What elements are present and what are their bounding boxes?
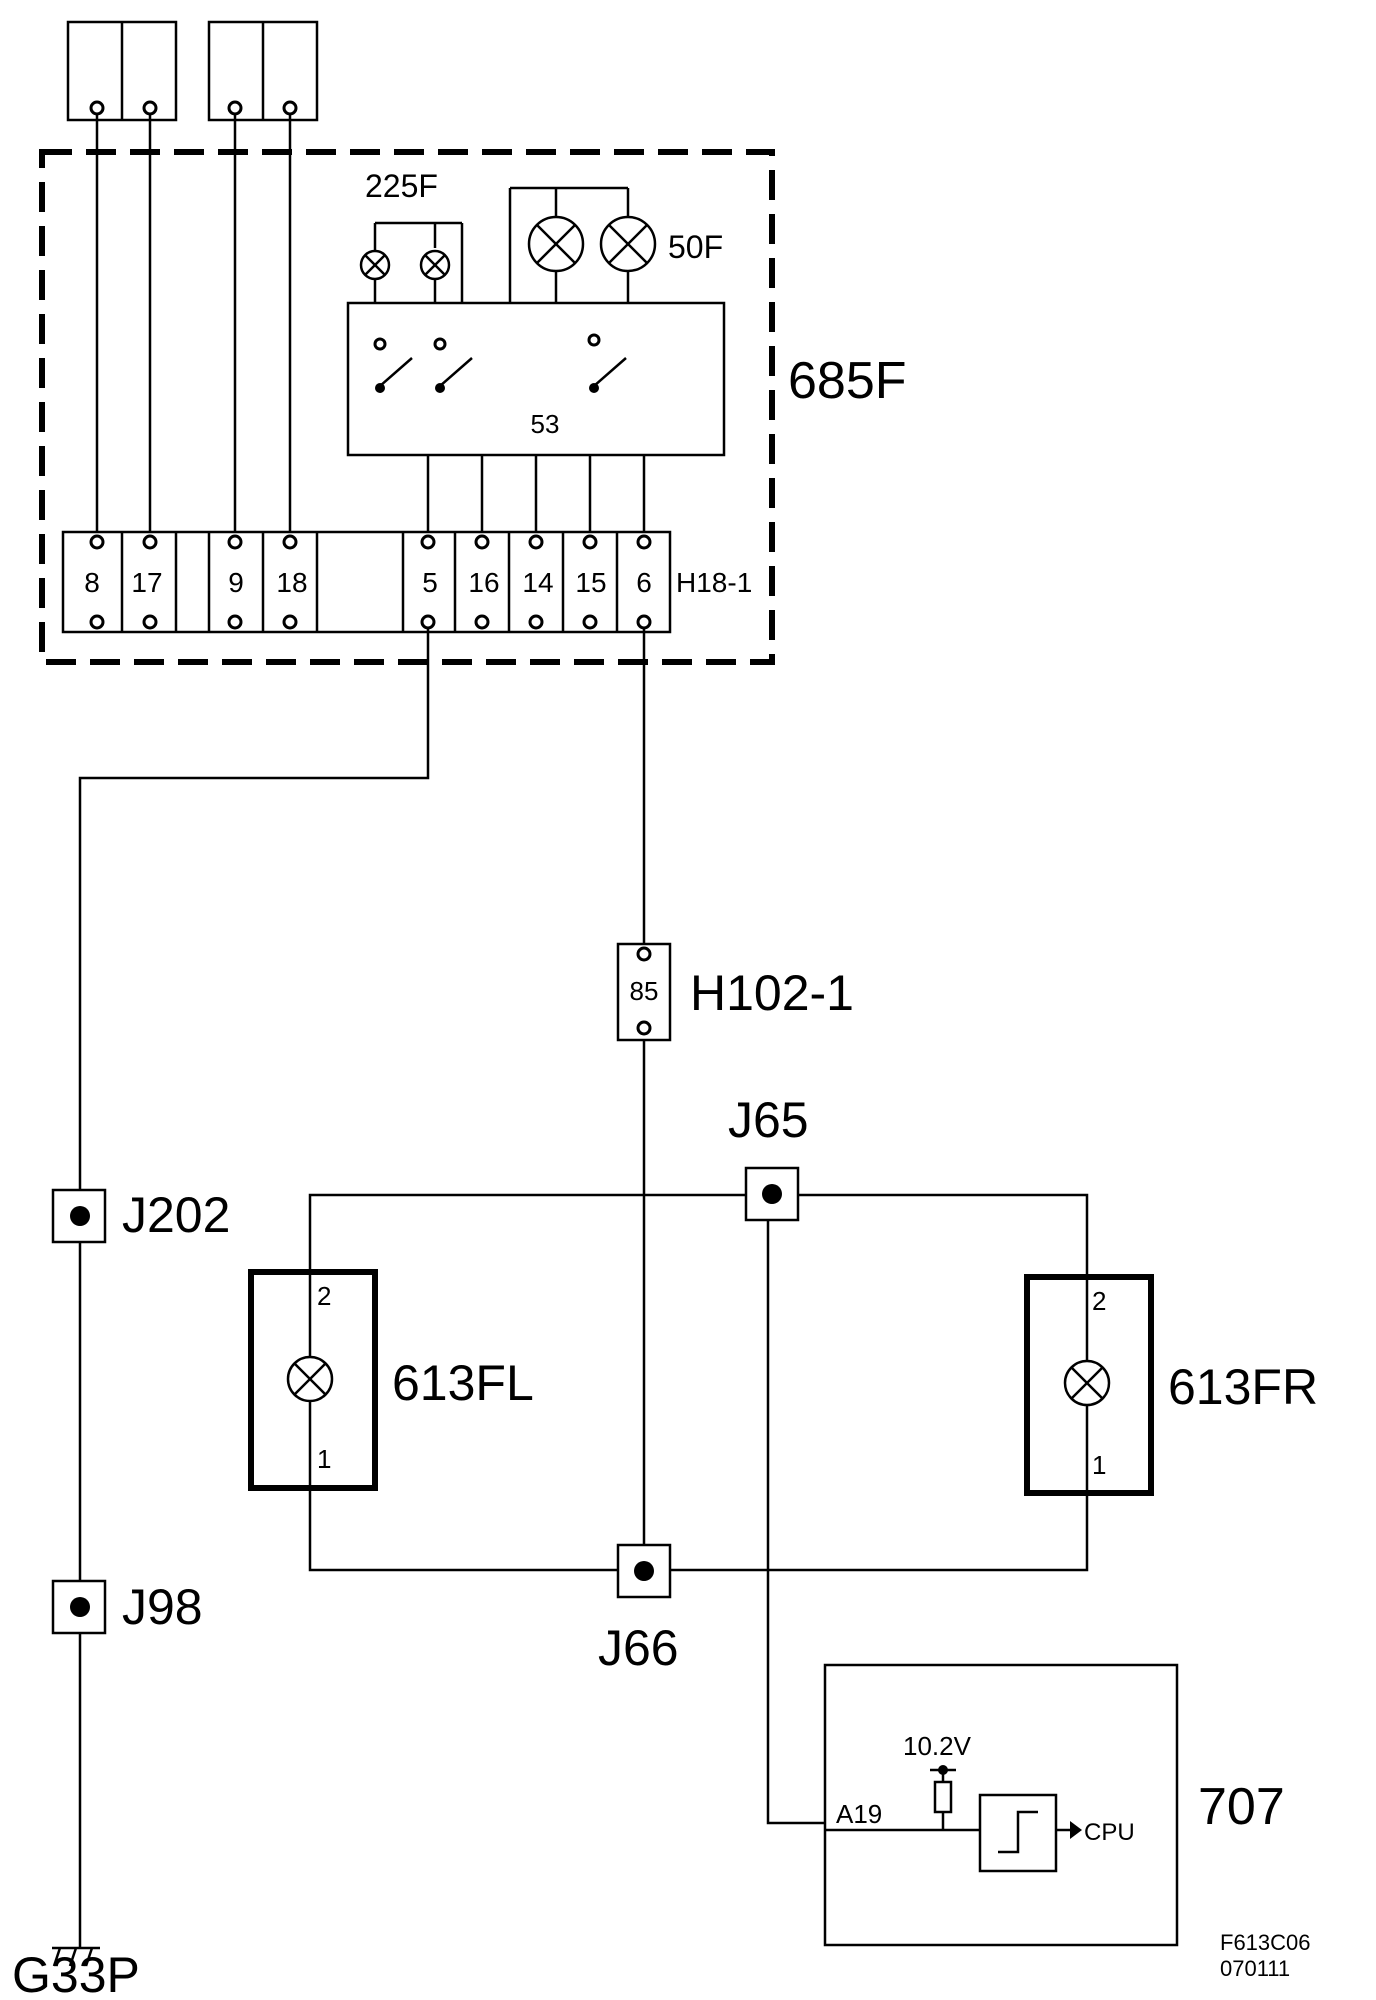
svg-text:14: 14 bbox=[522, 567, 553, 598]
svg-text:9: 9 bbox=[228, 567, 244, 598]
indicator-lamp-icon bbox=[359, 249, 391, 281]
terminal-pin: 18 bbox=[276, 534, 308, 630]
input-pin-label: A19 bbox=[836, 1799, 882, 1829]
terminal-strip: 8 17 9 18 5 16 14 15 bbox=[61, 530, 752, 634]
indicator-small-label: 225F bbox=[365, 168, 438, 204]
terminal-pin: 17 bbox=[131, 534, 163, 630]
lamp-bulb-icon bbox=[286, 1355, 334, 1403]
connector-h102: 85 H102-1 bbox=[616, 942, 854, 1042]
top-connector-left bbox=[66, 20, 178, 122]
terminal-pin: 14 bbox=[522, 534, 554, 630]
svg-text:8: 8 bbox=[84, 567, 100, 598]
indicator-lamp-icon bbox=[599, 215, 657, 273]
junction-j202: J202 bbox=[51, 1187, 230, 1244]
svg-text:15: 15 bbox=[575, 567, 606, 598]
junction-j98: J98 bbox=[51, 1579, 203, 1635]
lamp-right: 2 1 613FR bbox=[1024, 1274, 1318, 1496]
top-connector-right bbox=[207, 20, 319, 122]
control-panel-label: 685F bbox=[788, 352, 907, 410]
lamp-left: 2 1 613FL bbox=[248, 1269, 534, 1491]
switch-module-label: 53 bbox=[531, 409, 560, 439]
switch-module: 53 bbox=[346, 301, 726, 457]
junction-j65: J65 bbox=[728, 1092, 809, 1222]
indicator-lamps-large: 50F bbox=[508, 186, 723, 303]
indicator-lamp-icon bbox=[419, 249, 451, 281]
svg-text:6: 6 bbox=[636, 567, 652, 598]
svg-text:18: 18 bbox=[276, 567, 307, 598]
terminal-pin: 9 bbox=[227, 534, 244, 630]
svg-text:J202: J202 bbox=[122, 1187, 230, 1243]
lamp-pin-label: 2 bbox=[1092, 1286, 1106, 1316]
svg-text:J66: J66 bbox=[598, 1620, 679, 1676]
figure-id: F613C06 bbox=[1220, 1930, 1311, 1955]
connector-label: H102-1 bbox=[690, 965, 854, 1021]
indicator-lamp-icon bbox=[527, 215, 585, 273]
lamp-left-label: 613FL bbox=[392, 1355, 534, 1411]
terminal-pin: 15 bbox=[575, 534, 607, 630]
junction-j66: J66 bbox=[598, 1543, 679, 1676]
terminal-strip-label: H18-1 bbox=[676, 567, 752, 598]
svg-text:16: 16 bbox=[468, 567, 499, 598]
figure-date: 070111 bbox=[1220, 1956, 1290, 1981]
ground-icon bbox=[52, 1946, 100, 1967]
terminal-pin: 5 bbox=[420, 534, 438, 630]
supply-voltage-label: 10.2V bbox=[903, 1731, 972, 1761]
terminal-pin: 16 bbox=[468, 534, 500, 630]
control-panel-outline bbox=[39, 149, 775, 665]
connector-pin-label: 85 bbox=[630, 976, 659, 1006]
lamp-pin-label: 2 bbox=[317, 1281, 331, 1311]
control-unit: 707 A19 10.2V CPU bbox=[823, 1663, 1285, 1947]
indicator-lamps-small: 225F bbox=[359, 168, 464, 303]
control-unit-label: 707 bbox=[1198, 1778, 1285, 1836]
ground-label: G33P bbox=[12, 1947, 140, 2000]
svg-text:J65: J65 bbox=[728, 1092, 809, 1148]
cpu-label: CPU bbox=[1084, 1819, 1135, 1846]
svg-text:J98: J98 bbox=[122, 1579, 203, 1635]
svg-text:17: 17 bbox=[131, 567, 162, 598]
lamp-pin-label: 1 bbox=[317, 1444, 331, 1474]
svg-text:5: 5 bbox=[422, 567, 438, 598]
lamp-pin-label: 1 bbox=[1092, 1450, 1106, 1480]
lamp-right-label: 613FR bbox=[1168, 1359, 1318, 1415]
indicator-large-label: 50F bbox=[668, 229, 723, 265]
lamp-bulb-icon bbox=[1063, 1359, 1111, 1407]
terminal-pin: 8 bbox=[84, 534, 105, 630]
